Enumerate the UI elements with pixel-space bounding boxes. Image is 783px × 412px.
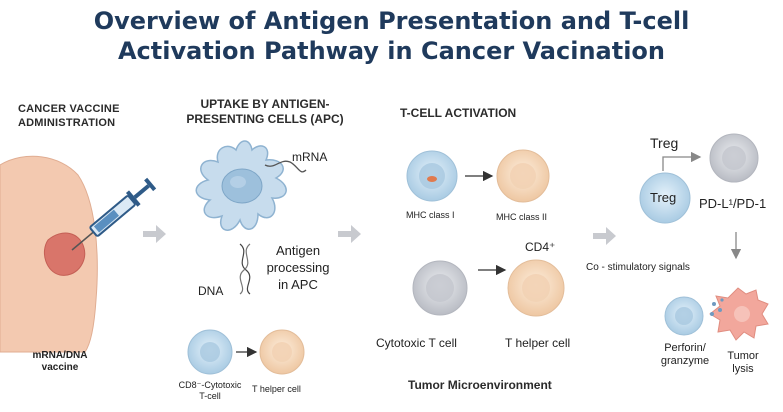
apc-heading-line1: UPTAKE BY ANTIGEN- <box>200 97 330 111</box>
cd8-label: CD8⁻-Cytotoxic T-cell <box>160 380 260 402</box>
perforin-line1: Perforin/ <box>664 342 706 354</box>
apc-heading-line2: PRESENTING CELLS (APC) <box>186 112 344 126</box>
cytotoxic-label: Cytotoxic T cell <box>376 336 457 350</box>
treg-top-label: Treg <box>650 135 679 151</box>
t-helper-label: T helper cell <box>505 336 571 350</box>
mrna-label: mRNA <box>292 150 328 164</box>
diagram-title-line2: Activation Pathway in Cancer Vacination <box>117 37 666 65</box>
pdl1-pd1-label: PD-L¹/PD-1 <box>699 196 767 211</box>
flow-arrow-1 <box>143 225 166 243</box>
flow-arrow-3 <box>593 227 616 245</box>
vaccine-caption-line2: vaccine <box>41 362 79 373</box>
apc-heading: UPTAKE BY ANTIGEN- PRESENTING CELLS (APC… <box>180 97 350 127</box>
costim-label: Co - stimulatory signals <box>586 262 690 273</box>
vaccine-heading-line1: CANCER VACCINE <box>18 103 120 115</box>
mhc1-label: MHC class I <box>406 210 455 220</box>
tcell-heading: T-CELL ACTIVATION <box>400 106 517 120</box>
granzyme-granules <box>710 298 724 316</box>
processing-line3: in APC <box>278 277 318 292</box>
processing-line2: processing <box>266 260 330 275</box>
mrna-strand <box>264 160 307 173</box>
arm-illustration <box>0 155 98 353</box>
treg-cell <box>639 172 691 224</box>
dna-helix-icon <box>239 243 251 295</box>
vaccine-caption-line1: mRNA/DNA <box>32 350 88 361</box>
perforin-line2: granzyme <box>660 355 710 367</box>
tumor-lysis-label: Tumor lysis <box>718 350 768 376</box>
vaccine-heading: CANCER VACCINE ADMINISTRATION <box>18 102 120 130</box>
flow-arrow-2 <box>338 225 361 243</box>
diagram-title-line1: Overview of Antigen Presentation and T-c… <box>93 7 690 35</box>
lysis-line1: Tumor <box>727 350 759 362</box>
mhc2-label: MHC class II <box>496 212 548 222</box>
microenvironment-label: Tumor Microenvironment <box>408 378 552 392</box>
t-helper-small-label: T helper cell <box>252 384 301 394</box>
processing-line1: Antigen <box>275 243 321 258</box>
lysis-line2: lysis <box>732 363 754 375</box>
syringe-icon <box>71 177 157 251</box>
vaccine-heading-line2: ADMINISTRATION <box>18 117 116 129</box>
perforin-label: Perforin/ granzyme <box>652 342 718 368</box>
cd4-label: CD4⁺ <box>525 240 556 254</box>
dna-label: DNA <box>198 284 224 298</box>
tumor-lesion <box>44 232 86 276</box>
apc-dendritic-cell <box>195 140 287 231</box>
cd8-label-line1: CD8⁻-Cytotoxic <box>178 380 242 390</box>
cd8-label-line2: T-cell <box>199 391 221 401</box>
vaccine-caption: mRNA/DNA vaccine <box>20 350 100 374</box>
treg-cell-label: Treg <box>650 190 677 205</box>
antigen-processing-label: Antigen processing in APC <box>258 242 338 293</box>
